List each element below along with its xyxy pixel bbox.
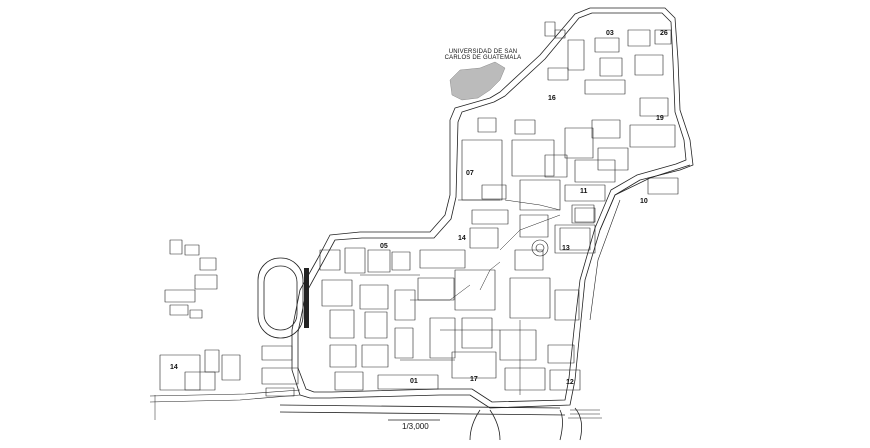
building-number: 17 xyxy=(470,376,478,383)
building-number: 05 xyxy=(380,243,388,250)
main-road xyxy=(599,164,691,231)
seal-graphic xyxy=(449,61,506,101)
building-number: 11 xyxy=(580,188,588,195)
building-number: 14 xyxy=(170,364,178,371)
building-number: 19 xyxy=(656,115,664,122)
building-number: 26 xyxy=(660,30,668,37)
building-number: 16 xyxy=(548,95,556,102)
building-number: 07 xyxy=(466,170,474,177)
building-number: 01 xyxy=(410,378,418,385)
university-title-line1: UNIVERSIDAD DE SAN xyxy=(448,49,518,55)
university-title-line2: CARLOS DE GUATEMALA xyxy=(444,55,522,61)
boulevard xyxy=(279,404,566,416)
scale-label: 1/3,000 xyxy=(402,422,429,431)
building-number: 13 xyxy=(562,245,570,252)
bleachers xyxy=(304,268,309,328)
building-number: 12 xyxy=(566,379,574,386)
perimeter-road xyxy=(291,7,694,409)
running-track xyxy=(257,257,304,339)
building-number: 03 xyxy=(606,30,614,37)
university-title: UNIVERSIDAD DE SAN CARLOS DE GUATEMALA xyxy=(438,49,528,61)
building-number: 14 xyxy=(458,235,466,242)
building-number: 10 xyxy=(640,198,648,205)
